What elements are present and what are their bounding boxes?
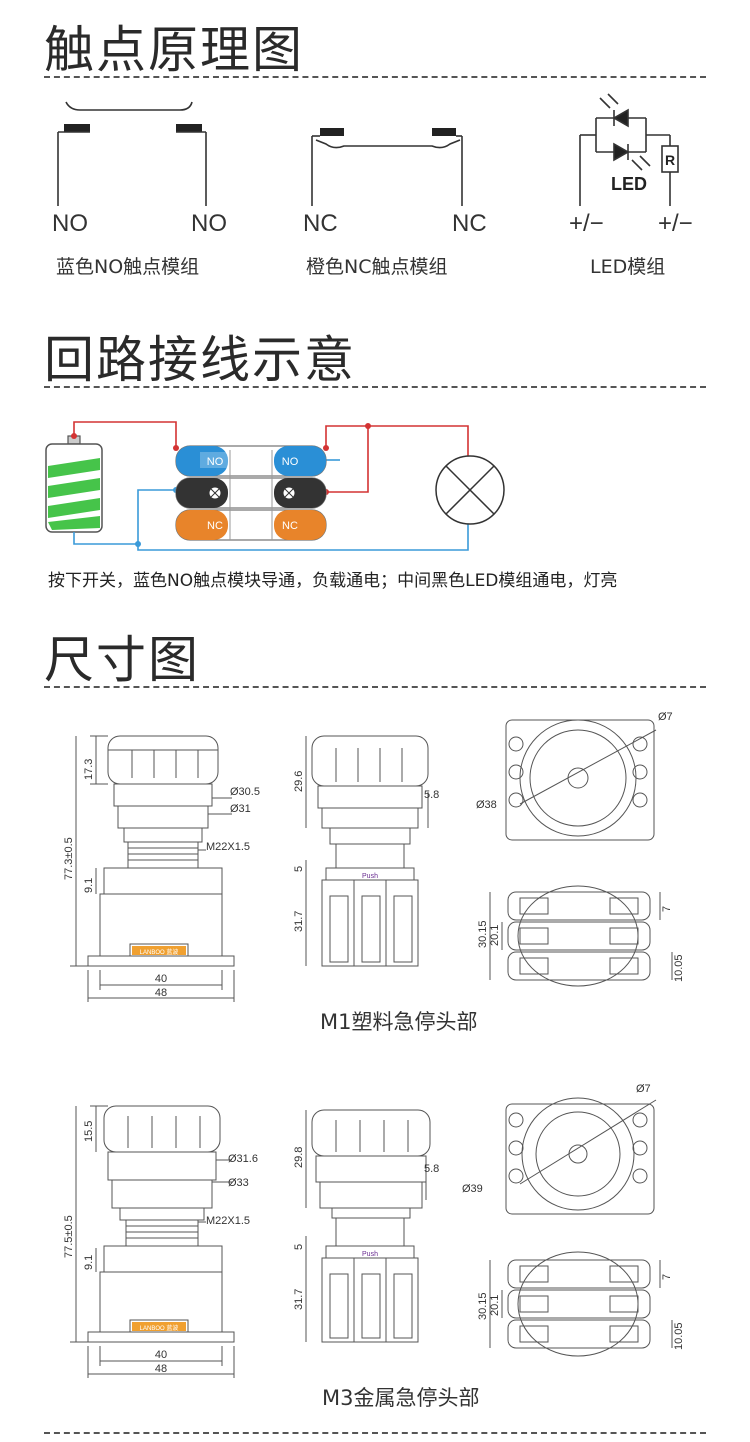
m3-side-5: 5 [293, 1244, 305, 1250]
m3-side-317: 31.7 [293, 1289, 305, 1310]
resistor-label: R [665, 152, 675, 168]
module-nc-left: NC [207, 520, 223, 532]
m3-d-outer: Ø31.6 [228, 1153, 258, 1165]
nc-left-label: NC [303, 210, 338, 237]
m3-dimension-drawing: LANBOO 蓝波 15.5 Ø31.6 Ø33 M22X1.5 77.5±0.… [63, 1083, 685, 1378]
m3-side-58: 5.8 [424, 1163, 439, 1175]
m1-w-40: 40 [155, 973, 167, 985]
red-wire [73, 421, 469, 493]
wiring-section-title: 回路接线示意 [44, 331, 356, 389]
m3-d39: Ø39 [462, 1183, 483, 1195]
m1-brand-label: LANBOO 蓝波 [140, 948, 179, 956]
m1-side-317: 31.7 [293, 911, 305, 932]
m1-r-1005: 10.05 [673, 954, 685, 982]
section-divider [44, 386, 706, 388]
m3-w-40: 40 [155, 1349, 167, 1361]
m1-r-201: 20.1 [489, 925, 501, 946]
caption-nc-module: 橙色NC触点模组 [306, 256, 448, 278]
m3-brand-label: LANBOO 蓝波 [140, 1324, 179, 1332]
led-module-symbol [579, 93, 679, 206]
m3-h-9: 9.1 [83, 1255, 95, 1270]
m3-r-1005: 10.05 [673, 1322, 685, 1350]
section-divider [44, 76, 706, 78]
m3-h-total: 77.5±0.5 [63, 1215, 75, 1258]
m1-r-7: 7 [661, 906, 673, 912]
m1-dimension-drawing: LANBOO 蓝波 17.3 Ø30.5 Ø31 M22X1.5 77.3±0.… [63, 711, 685, 1002]
m1-h-total: 77.3±0.5 [63, 837, 75, 880]
m1-thread: M22X1.5 [206, 841, 250, 853]
contact-section-title: 触点原理图 [44, 21, 304, 79]
lamp-icon [435, 455, 505, 525]
no-right-label: NO [191, 210, 227, 237]
m1-d38: Ø38 [476, 799, 497, 811]
led-label: LED [611, 174, 647, 194]
dimension-section-title: 尺寸图 [44, 631, 200, 689]
m3-d7: Ø7 [636, 1083, 651, 1095]
battery-icon [45, 435, 103, 533]
m1-side-58: 5.8 [424, 789, 439, 801]
led-pm-left: +/− [569, 210, 604, 237]
caption-led-module: LED模组 [590, 256, 666, 278]
m3-push: Push [362, 1251, 378, 1258]
m3-h-top: 15.5 [83, 1121, 95, 1142]
m3-r-201: 20.1 [489, 1295, 501, 1316]
m1-caption: M1塑料急停头部 [320, 1010, 478, 1034]
no-contact-symbol [57, 101, 207, 206]
led-pm-right: +/− [658, 210, 693, 237]
m1-r-3015: 30.15 [477, 920, 489, 948]
no-left-label: NO [52, 210, 88, 237]
section-divider [44, 686, 706, 688]
section-divider [44, 1432, 706, 1434]
m1-push: Push [362, 873, 378, 880]
m1-side-5: 5 [293, 866, 305, 872]
m3-r-7: 7 [661, 1274, 673, 1280]
m3-r-3015: 30.15 [477, 1292, 489, 1320]
m1-w-48: 48 [155, 987, 167, 999]
module-no-right: NO [282, 456, 299, 468]
wiring-diagram: NO NO NC NC [45, 421, 505, 551]
wiring-description: 按下开关，蓝色NO触点模块导通，负载通电；中间黑色LED模组通电，灯亮 [48, 571, 618, 591]
contact-modules [175, 445, 327, 541]
m3-d-inner: Ø33 [228, 1177, 249, 1189]
m1-d-inner: Ø31 [230, 803, 251, 815]
module-nc-right: NC [282, 520, 298, 532]
m1-d-outer: Ø30.5 [230, 786, 260, 798]
m1-d7: Ø7 [658, 711, 673, 723]
m1-h-9: 9.1 [83, 878, 95, 893]
m3-caption: M3金属急停头部 [322, 1386, 480, 1410]
nc-contact-symbol [311, 128, 463, 206]
m1-side-29: 29.6 [293, 771, 305, 792]
nc-right-label: NC [452, 210, 487, 237]
m3-thread: M22X1.5 [206, 1215, 250, 1227]
m1-h-top: 17.3 [83, 759, 95, 780]
module-no-left: NO [207, 456, 224, 468]
m3-w-48: 48 [155, 1363, 167, 1375]
contact-principle-diagram: R LED [57, 93, 679, 206]
m3-side-29: 29.8 [293, 1147, 305, 1168]
caption-no-module: 蓝色NO触点模组 [56, 256, 200, 278]
